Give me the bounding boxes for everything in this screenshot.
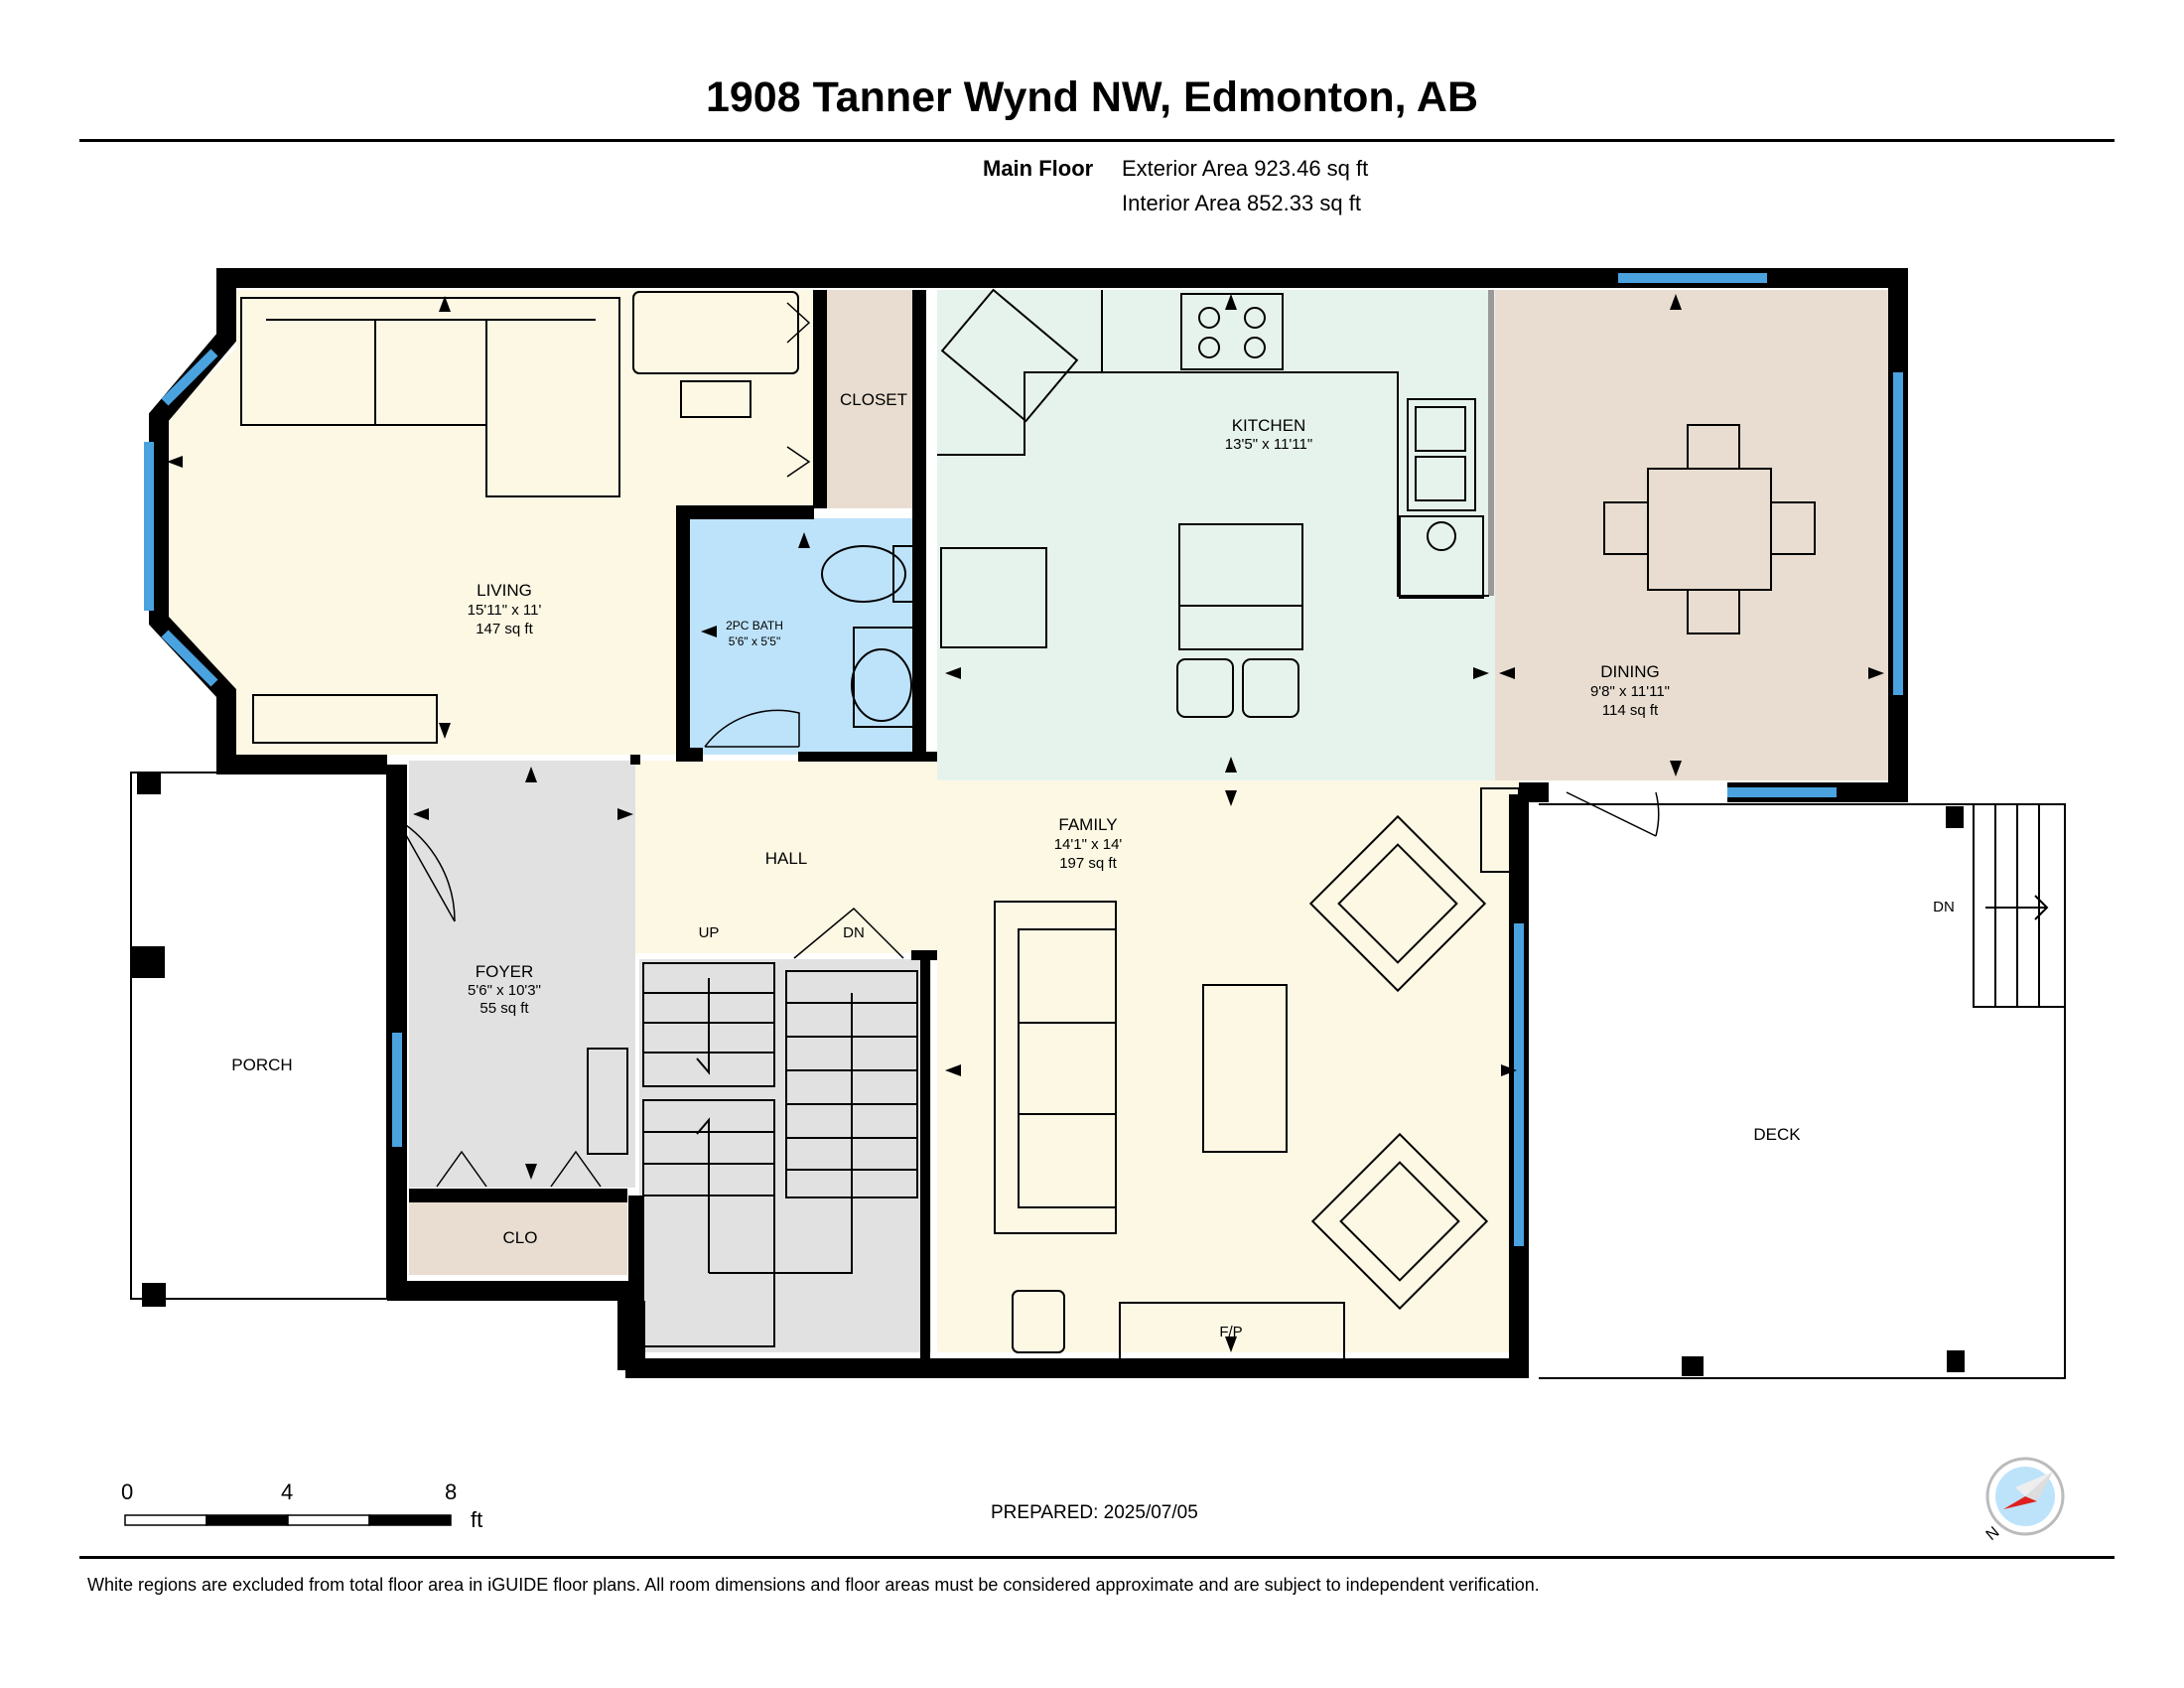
living-label: LIVING	[477, 581, 532, 600]
toilet	[821, 545, 916, 603]
porch-post	[137, 773, 161, 794]
kitchen-counters	[937, 288, 1489, 718]
kitchen-area[interactable]	[937, 290, 1495, 780]
closet-label: CLOSET	[840, 390, 907, 409]
deck-post	[1946, 806, 1964, 828]
foyer-area[interactable]	[409, 761, 635, 1188]
floor-name: Main Floor	[983, 156, 1094, 181]
stairs-down-label: DN	[843, 924, 865, 941]
stairs-up-label: UP	[699, 924, 720, 941]
clo-label: CLO	[503, 1228, 538, 1247]
coffee-table	[1202, 984, 1288, 1153]
dining-dims: 9'8" x 11'11"	[1590, 683, 1670, 700]
page-title: 1908 Tanner Wynd NW, Edmonton, AB	[705, 73, 1479, 121]
scale-unit: ft	[471, 1507, 483, 1532]
kitchen-dims: 13'5" x 11'11"	[1225, 436, 1312, 453]
exterior-area: Exterior Area 923.46 sq ft	[1122, 156, 1369, 181]
foyer-dims: 5'6" x 10'3"	[468, 982, 541, 999]
scale-tick-8: 8	[445, 1479, 458, 1504]
scale-bar	[124, 1514, 452, 1526]
family-sofa	[994, 901, 1117, 1234]
deck-post	[1682, 1356, 1704, 1376]
dining-area: 114 sq ft	[1602, 702, 1659, 719]
kitchen-label: KITCHEN	[1232, 416, 1306, 435]
porch-post	[142, 1283, 166, 1307]
foyer-label: FOYER	[476, 962, 534, 981]
main-stairs[interactable]	[642, 962, 918, 1347]
sectional-sofa	[240, 297, 620, 497]
bath-label: 2PC BATH	[726, 619, 783, 633]
living-dims: 15'11" x 11'	[468, 602, 542, 619]
closet-area[interactable]	[822, 290, 913, 508]
armchair	[1308, 814, 1487, 993]
fireplace-label: F/P	[1219, 1324, 1242, 1340]
shelf	[1480, 787, 1520, 873]
dining-label: DINING	[1600, 662, 1660, 681]
porch-label: PORCH	[231, 1055, 292, 1074]
prepared-date: PREPARED: 2025/07/05	[991, 1502, 1198, 1523]
windows	[144, 273, 1903, 1246]
doors[interactable]	[396, 302, 1660, 1188]
desk	[632, 291, 799, 374]
compass-icon	[1985, 1457, 2065, 1536]
scale-tick-4: 4	[281, 1479, 294, 1504]
foyer-area: 55 sq ft	[479, 1000, 529, 1017]
fireplace	[1119, 1302, 1345, 1361]
deck-outline	[1539, 803, 2066, 1379]
bath-sink	[851, 627, 916, 728]
porch-post	[131, 946, 165, 978]
family-label: FAMILY	[1058, 815, 1117, 834]
compass-north-label: N	[1983, 1524, 2003, 1544]
dining-table	[1603, 424, 1816, 634]
armchair	[1310, 1132, 1489, 1311]
family-dims: 14'1" x 14'	[1054, 836, 1123, 853]
deck-down-label: DN	[1933, 899, 1955, 915]
family-area: 197 sq ft	[1059, 855, 1117, 872]
scale-tick-0: 0	[121, 1479, 134, 1504]
bath-area[interactable]	[689, 518, 915, 755]
desk-chair	[680, 380, 751, 418]
clo-area[interactable]	[409, 1196, 627, 1275]
living-room-area[interactable]	[149, 290, 814, 755]
family-area[interactable]	[635, 761, 1519, 1352]
footer-divider	[79, 1556, 2115, 1559]
porch-outline	[130, 772, 388, 1300]
deck-stairs[interactable]	[1973, 803, 2066, 1008]
side-table	[1012, 1290, 1065, 1353]
interior-area: Interior Area 852.33 sq ft	[1122, 191, 1361, 215]
foyer-bench	[587, 1048, 628, 1155]
header-divider	[79, 139, 2115, 142]
tv-console	[252, 694, 438, 744]
bath-dims: 5'6" x 5'5"	[729, 634, 780, 648]
deck-label: DECK	[1753, 1125, 1801, 1144]
deck-post	[1947, 1350, 1965, 1372]
hall-label: HALL	[765, 849, 808, 868]
disclaimer: White regions are excluded from total fl…	[87, 1575, 1540, 1595]
living-area: 147 sq ft	[476, 621, 533, 637]
dining-area[interactable]	[1495, 290, 1890, 780]
view-markers	[167, 294, 1884, 1352]
